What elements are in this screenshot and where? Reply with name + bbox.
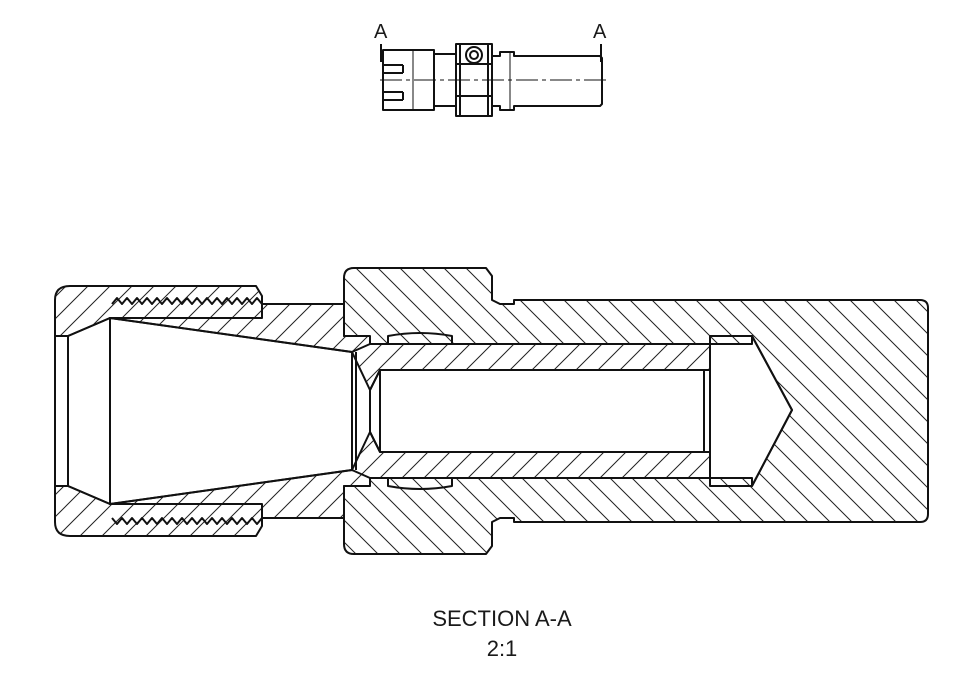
o-ring-upper <box>387 332 453 345</box>
section-view <box>54 267 929 555</box>
thread-upper <box>111 297 263 305</box>
set-screw-icon <box>465 46 483 64</box>
section-title: SECTION A-A <box>432 606 572 631</box>
section-marker-left: A <box>374 21 388 43</box>
top-view-shank <box>492 51 603 111</box>
nut-bore <box>54 317 111 505</box>
collet-bore <box>109 317 353 505</box>
body-section-upper <box>343 267 929 555</box>
top-view-nut <box>382 49 435 111</box>
top-view-neck <box>434 53 456 107</box>
thread-lower <box>111 517 263 525</box>
top-view-body <box>455 43 493 117</box>
o-ring-lower <box>387 477 453 490</box>
scale-label: 2:1 <box>487 636 518 661</box>
center-bore <box>369 369 711 453</box>
tool-holder-section-upper <box>351 343 711 391</box>
top-view: A A <box>374 21 610 117</box>
tool-holder-section-lower <box>351 431 711 479</box>
section-marker-right: A <box>593 21 607 43</box>
set-screw-icon <box>469 50 479 60</box>
